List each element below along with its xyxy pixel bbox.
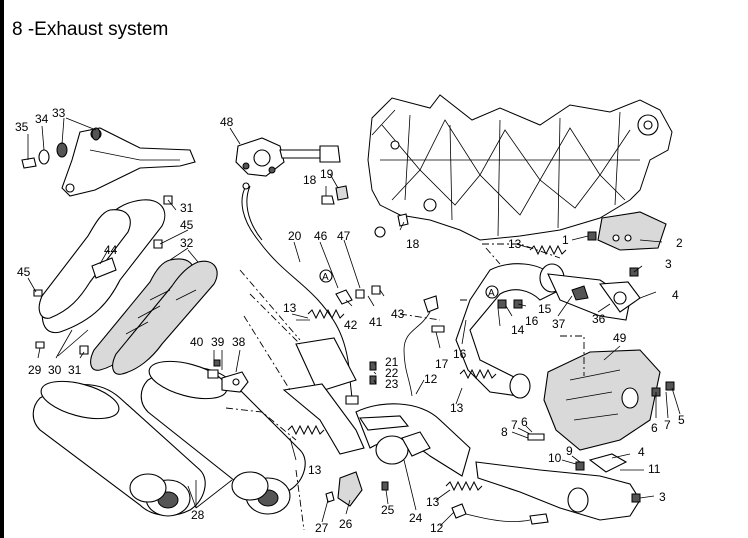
callout-2: 2 (676, 236, 683, 250)
callout-45-upper: 45 (180, 218, 194, 232)
heat-shield-outer (38, 199, 166, 334)
page-edge-bar (0, 0, 4, 538)
callout-A-circle-left (319, 269, 333, 283)
spring-13-bottom (445, 480, 483, 492)
callout-45-lower: 45 (17, 265, 31, 279)
callout-26: 26 (339, 517, 353, 531)
callout-44: 44 (104, 243, 118, 257)
lambda-sensor-lower (451, 503, 549, 525)
callout-25: 25 (381, 503, 395, 517)
callout-33: 33 (52, 106, 66, 120)
collector-36-37 (547, 273, 641, 321)
callout-30: 30 (48, 363, 62, 377)
callout-39: 39 (211, 335, 225, 349)
callout-37: 37 (552, 317, 566, 331)
callout-35: 35 (15, 120, 29, 134)
callout-17: 17 (435, 357, 449, 371)
callout-13-left: 13 (308, 463, 322, 477)
heat-shield-49 (543, 349, 661, 451)
callout-18-upper: 18 (303, 173, 317, 187)
callout-46: 46 (314, 229, 328, 243)
callout-7-right: 7 (664, 418, 671, 432)
callout-13-top: 13 (508, 237, 522, 251)
callout-20: 20 (288, 229, 302, 243)
callout-13-center: 13 (283, 301, 297, 315)
page-title: 8 -Exhaust system (12, 19, 169, 40)
callout-15: 15 (538, 302, 552, 316)
callout-23: 23 (385, 377, 399, 391)
callout-5: 5 (678, 413, 685, 427)
callout-12-upper: 12 (424, 372, 438, 386)
assembly-lines (225, 243, 585, 531)
callout-10: 10 (548, 451, 562, 465)
spring-13-top (529, 244, 567, 256)
screw-25 (381, 481, 389, 491)
lambda-sensor-upper (403, 295, 439, 397)
spring-13-left (287, 424, 325, 436)
callout-A-left: A (322, 272, 329, 283)
spring-13-mid (459, 368, 497, 380)
callout-4-lower: 4 (638, 445, 645, 459)
small-fasteners (33, 195, 675, 503)
screw-19-18 (321, 185, 409, 227)
callout-48: 48 (220, 115, 234, 129)
callout-27: 27 (315, 521, 329, 535)
motorcycle-frame (367, 94, 673, 241)
callout-38: 38 (232, 335, 246, 349)
callout-9: 9 (566, 444, 573, 458)
callout-13-bottom: 13 (426, 495, 440, 509)
callout-32: 32 (180, 236, 194, 250)
callout-16-upper: 16 (525, 314, 539, 328)
callout-11: 11 (648, 462, 661, 476)
muffler-left (32, 380, 206, 517)
fastener-stack-33-35 (21, 127, 101, 169)
callout-7-left: 7 (511, 418, 518, 432)
leader-lines (27, 117, 681, 527)
upper-heat-shield-2 (597, 211, 667, 251)
callout-3-lower: 3 (659, 490, 666, 504)
callout-18-lower: 18 (406, 237, 420, 251)
callout-16-lower: 16 (453, 347, 467, 361)
callout-34: 34 (35, 112, 49, 126)
small-heat-shield (325, 471, 363, 507)
callout-8: 8 (501, 425, 508, 439)
callout-49: 49 (613, 331, 627, 345)
callout-A-circle-right (485, 285, 499, 299)
callout-3-upper: 3 (665, 257, 672, 271)
callout-13-mid: 13 (450, 401, 464, 415)
callout-14: 14 (511, 323, 525, 337)
callout-labels: 35 34 33 48 19 18 18 31 45 32 44 45 29 3… (15, 106, 685, 535)
callout-29: 29 (28, 363, 42, 377)
callout-12-lower: 12 (430, 521, 444, 535)
callout-47: 47 (337, 229, 351, 243)
callout-41: 41 (369, 315, 383, 329)
callout-1: 1 (562, 233, 569, 247)
exhaust-valve-motor (235, 137, 341, 177)
heat-shield-inner-32 (90, 258, 218, 375)
footrest-bracket (61, 127, 196, 197)
spring-13-center (307, 308, 345, 320)
callout-42: 42 (344, 318, 358, 332)
center-exhaust-pipe (282, 337, 471, 477)
callout-6-right: 6 (651, 421, 658, 435)
callout-36: 36 (592, 312, 606, 326)
callout-4-upper: 4 (672, 288, 679, 302)
callout-6-left: 6 (521, 415, 528, 429)
callout-21: 21 (385, 355, 399, 369)
callout-31-lower: 31 (68, 363, 82, 377)
valve-cable (241, 182, 359, 405)
callout-28: 28 (191, 508, 205, 522)
callout-24: 24 (409, 511, 423, 525)
callout-43: 43 (391, 307, 405, 321)
callout-40: 40 (190, 335, 204, 349)
callout-A-right: A (488, 288, 495, 299)
lower-collector-pipe (475, 453, 641, 521)
muffler-bracket (207, 359, 249, 393)
muffler-right (140, 360, 306, 515)
callout-19: 19 (320, 167, 334, 181)
callout-22: 22 (385, 366, 399, 380)
callout-31-upper: 31 (180, 201, 194, 215)
